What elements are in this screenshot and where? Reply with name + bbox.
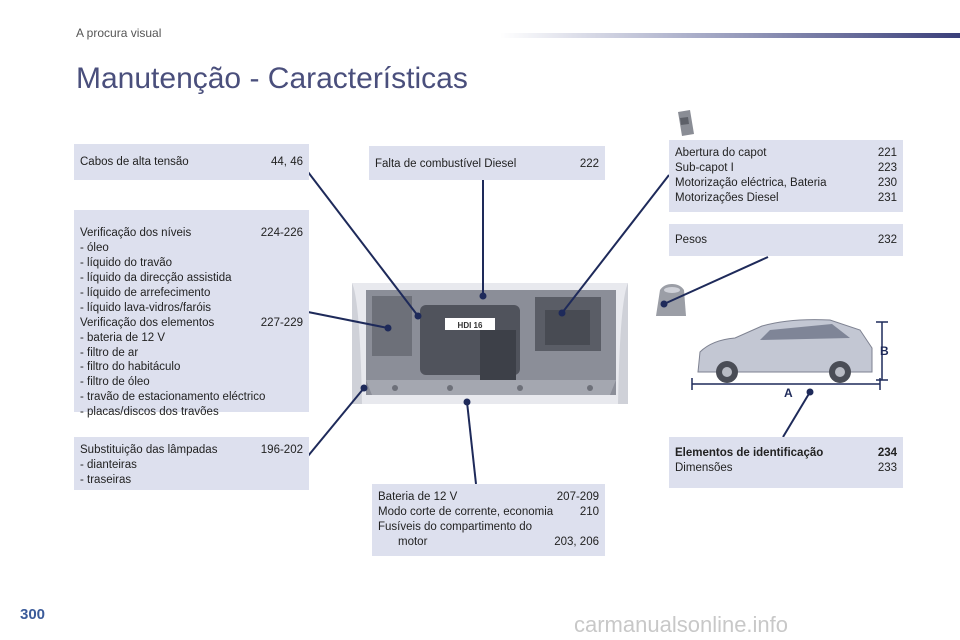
section-label: A procura visual <box>76 26 162 40</box>
list-item: - traseiras <box>80 473 132 486</box>
list-item: - filtro do habitáculo <box>80 361 181 374</box>
fuel-label: Falta de combustível Diesel <box>375 158 517 170</box>
bonnet-release-icon <box>678 110 694 136</box>
engine-badge: HDI 16 <box>458 321 483 330</box>
bonnet-item-label: Motorização eléctrica, Bateria <box>675 176 827 189</box>
battery-box: Bateria de 12 V 207-209 Modo corte de co… <box>372 484 605 556</box>
fuses-ref: 203, 206 <box>554 535 599 548</box>
ident-ref: 234 <box>877 447 897 459</box>
header-bar <box>500 33 960 38</box>
list-item: - placas/discos dos travões <box>80 406 219 419</box>
cables-box: Cabos de alta tensão 44, 46 <box>74 144 309 180</box>
dimensions-label: Dimensões <box>675 461 733 474</box>
lamps-label: Substituição das lâmpadas <box>80 444 218 456</box>
weights-box: Pesos 232 <box>669 224 903 256</box>
elements-label: Verificação dos elementos <box>80 316 215 329</box>
bonnet-item-label: Motorizações Diesel <box>675 191 779 204</box>
lamps-ref: 196-202 <box>260 444 303 456</box>
page-number: 300 <box>20 606 46 623</box>
lamps-box: Substituição das lâmpadas 196-202 - dian… <box>74 437 309 490</box>
engine-bay-illustration: HDI 16 <box>352 283 628 404</box>
ident-label: Elementos de identificação <box>675 447 824 459</box>
callout-lines <box>307 171 811 485</box>
bonnet-item-ref: 230 <box>877 176 897 189</box>
dimension-lines <box>691 321 888 390</box>
bonnet-item-ref: 223 <box>877 161 897 174</box>
battery-label: Bateria de 12 V <box>378 491 458 503</box>
weights-ref: 232 <box>877 234 897 246</box>
list-item: - filtro de óleo <box>80 376 150 389</box>
bonnet-item-label: Sub-capot I <box>675 161 734 174</box>
list-item: - dianteiras <box>80 458 137 471</box>
cables-ref: 44, 46 <box>271 156 303 168</box>
fuel-box: Falta de combustível Diesel 222 <box>369 146 605 180</box>
list-item: - líquido lava-vidros/faróis <box>80 301 212 314</box>
page-title: Manutenção - Características <box>76 62 468 95</box>
list-item: - óleo <box>80 241 109 254</box>
list-item: - filtro de ar <box>80 346 139 359</box>
levels-label: Verificação dos níveis <box>80 227 192 239</box>
bonnet-item-ref: 221 <box>877 147 897 159</box>
dimension-a-label: A <box>784 386 793 400</box>
fuel-ref: 222 <box>579 158 599 170</box>
list-item: - bateria de 12 V <box>80 331 166 344</box>
callout-dots <box>360 292 814 406</box>
dimension-b-label: B <box>880 344 889 358</box>
fuses-label-cont: motor <box>398 535 428 548</box>
cables-label: Cabos de alta tensão <box>80 156 189 168</box>
list-item: - líquido da direcção assistida <box>80 271 232 284</box>
watermark: carmanualsonline.info <box>574 612 789 637</box>
checks-box: Verificação dos níveis 224-226 - óleo - … <box>74 210 309 418</box>
list-item: - travão de estacionamento eléctrico <box>80 391 266 404</box>
bonnet-box: Abertura do capot 221 Sub-capot I 223 Mo… <box>669 140 903 212</box>
dimensions-ref: 233 <box>877 461 897 474</box>
list-item: - líquido de arrefecimento <box>80 286 211 299</box>
power-cut-ref: 210 <box>579 505 599 518</box>
levels-ref: 224-226 <box>260 227 303 239</box>
ident-box: Elementos de identificação 234 Dimensões… <box>669 437 903 488</box>
power-cut-label: Modo corte de corrente, economia <box>378 505 554 518</box>
weights-label: Pesos <box>675 234 707 246</box>
bonnet-item-label: Abertura do capot <box>675 147 767 159</box>
bonnet-item-ref: 231 <box>877 191 897 204</box>
battery-ref: 207-209 <box>556 491 599 503</box>
list-item: - líquido do travão <box>80 256 173 269</box>
fuses-label: Fusíveis do compartimento do <box>378 520 533 533</box>
elements-ref: 227-229 <box>260 316 303 329</box>
car-silhouette <box>697 319 873 383</box>
